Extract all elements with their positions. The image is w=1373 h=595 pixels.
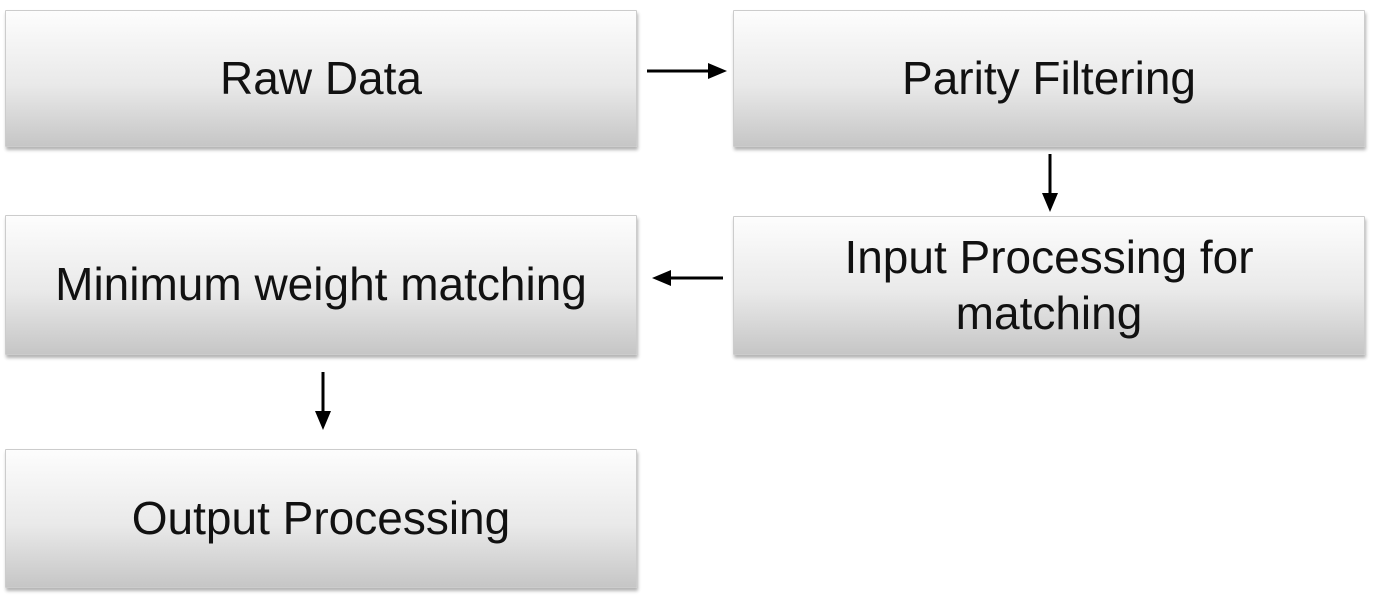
node-raw-data-label: Raw Data (220, 51, 422, 104)
node-output-processing-label: Output Processing (131, 491, 511, 544)
node-input-processing-label: Input Processing for matching (844, 231, 1254, 339)
node-parity-filtering-label: Parity Filtering (902, 51, 1196, 104)
node-minimum-weight-matching: Minimum weight matching (5, 215, 637, 355)
arrow-down-minimum-weight-matching-to-output-processing-icon (315, 372, 331, 430)
arrow-down-parity-filtering-to-input-processing-icon (1042, 154, 1058, 212)
node-minimum-weight-matching-label: Minimum weight matching (55, 258, 587, 311)
node-raw-data: Raw Data (5, 10, 637, 147)
node-input-processing: Input Processing for matching (733, 216, 1365, 355)
arrow-left-input-processing-to-minimum-weight-matching-icon (652, 270, 723, 286)
node-output-processing: Output Processing (5, 449, 637, 588)
arrow-right-raw-data-to-parity-filtering-icon (647, 63, 727, 79)
node-parity-filtering: Parity Filtering (733, 10, 1365, 147)
